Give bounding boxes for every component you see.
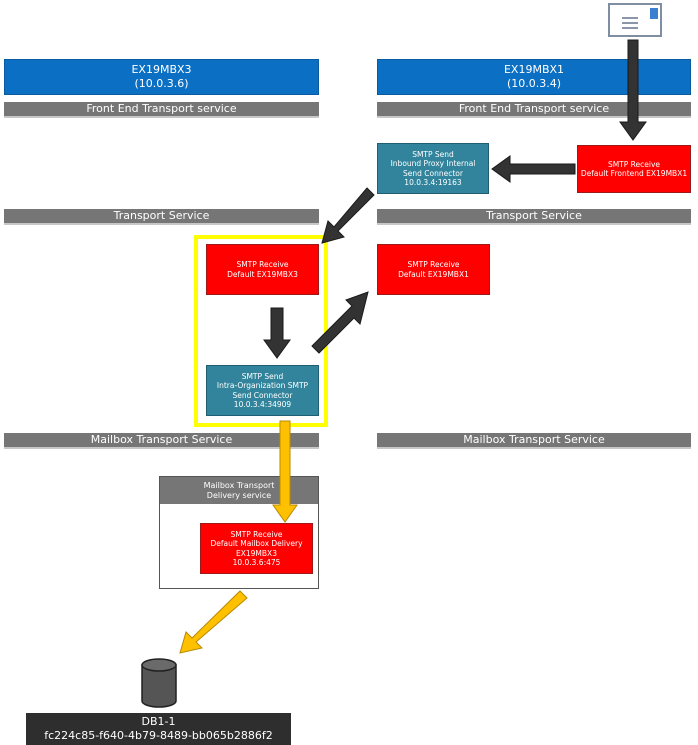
database-guid: fc224c85-f640-4b79-8489-bb065b2886f2 <box>44 729 273 742</box>
frontend-bar-right: Front End Transport service <box>377 102 691 118</box>
server-header-right: EX19MBX1 (10.0.3.4) <box>377 59 691 95</box>
arrow-intra-send-to-delivery <box>272 420 298 523</box>
intra-send-line4: 10.0.3.4:34909 <box>233 400 292 409</box>
envelope-icon <box>608 3 662 37</box>
intra-org-send-connector: SMTP Send Intra-Organization SMTP Send C… <box>206 365 319 416</box>
arrow-envelope-to-frontend <box>619 39 647 141</box>
database-icon <box>141 658 177 708</box>
server-left-ip: (10.0.3.6) <box>134 77 189 90</box>
transport-bar-left: Transport Service <box>4 209 319 225</box>
proxy-send-connector: SMTP Send Inbound Proxy Internal Send Co… <box>377 143 489 194</box>
receive-mbx3-line1: SMTP Receive <box>236 260 289 269</box>
receive-mbx1-connector: SMTP Receive Default EX19MBX1 <box>377 244 490 295</box>
server-right-ip: (10.0.3.4) <box>506 77 562 90</box>
database-label: DB1-1 fc224c85-f640-4b79-8489-bb065b2886… <box>26 713 291 745</box>
frontend-receive-connector: SMTP Receive Default Frontend EX19MBX1 <box>577 145 691 193</box>
mailbox-bar-right: Mailbox Transport Service <box>377 433 691 449</box>
intra-send-line3: Send Connector <box>232 390 293 400</box>
delivery-receive-line4: 10.0.3.6:475 <box>232 558 281 567</box>
database-name: DB1-1 <box>141 715 176 728</box>
receive-mbx1-line2: Default EX19MBX1 <box>398 269 469 279</box>
server-header-left: EX19MBX3 (10.0.3.6) <box>4 59 319 95</box>
mailbox-bar-left: Mailbox Transport Service <box>4 433 319 449</box>
highlight-frame <box>194 235 328 427</box>
proxy-send-line2: Inbound Proxy Internal <box>390 159 476 168</box>
receive-mbx3-connector: SMTP Receive Default EX19MBX3 <box>206 244 319 295</box>
receive-mbx1-line1: SMTP Receive <box>407 260 460 269</box>
delivery-receive-connector: SMTP Receive Default Mailbox Delivery EX… <box>200 523 313 574</box>
delivery-receive-line2: Default Mailbox Delivery <box>210 539 303 548</box>
proxy-send-line3: Send Connector <box>403 168 463 178</box>
intra-send-line2: Intra-Organization SMTP <box>216 381 309 390</box>
server-right-name: EX19MBX1 <box>503 63 565 76</box>
frontend-bar-left: Front End Transport service <box>4 102 319 118</box>
delivery-service-line2: Delivery service <box>206 490 272 500</box>
transport-bar-right: Transport Service <box>377 209 691 225</box>
arrow-delivery-to-database <box>179 590 248 654</box>
arrow-frontend-to-proxy <box>491 155 576 183</box>
delivery-receive-line1: SMTP Receive <box>230 529 283 539</box>
frontend-receive-line2: Default Frontend EX19MBX1 <box>580 169 688 178</box>
proxy-send-line1: SMTP Send <box>412 149 454 159</box>
receive-mbx3-line2: Default EX19MBX3 <box>227 269 298 279</box>
arrow-proxy-to-receive-mbx3 <box>321 187 375 244</box>
server-left-name: EX19MBX3 <box>131 63 192 76</box>
delivery-service-line1: Mailbox Transport <box>203 480 275 490</box>
intra-send-line1: SMTP Send <box>241 371 284 381</box>
proxy-send-line4: 10.0.3.4:19163 <box>404 178 462 187</box>
delivery-receive-line3: EX19MBX3 <box>236 548 277 558</box>
delivery-service-header: Mailbox Transport Delivery service <box>160 477 318 504</box>
arrow-receive-to-intra-send <box>263 307 291 359</box>
frontend-receive-line1: SMTP Receive <box>607 159 661 169</box>
arrow-intra-send-to-receive-mbx1 <box>311 291 369 354</box>
